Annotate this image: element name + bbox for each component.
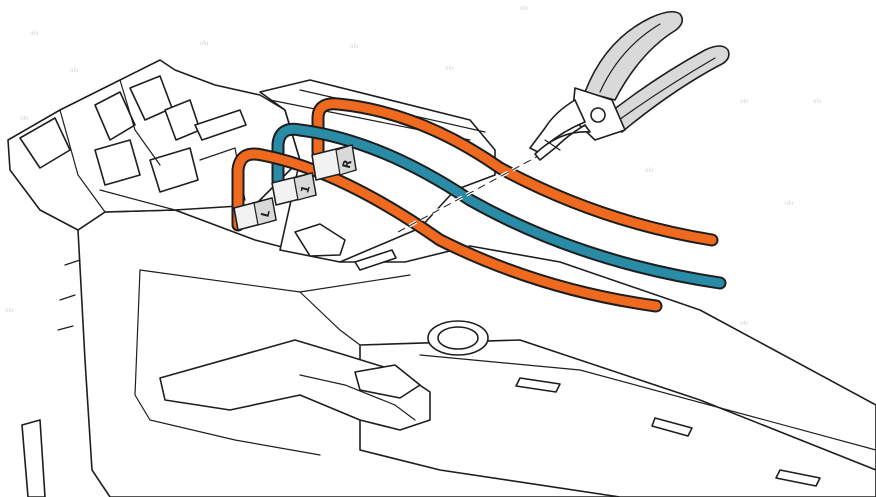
- svg-text:ıılıı: ıılıı: [20, 115, 29, 122]
- svg-text:ıılıı: ıılıı: [520, 5, 529, 12]
- svg-text:ıılıı: ıılıı: [445, 65, 454, 72]
- svg-text:ıılıı: ıılıı: [350, 43, 359, 50]
- svg-text:ıılıı: ıılıı: [30, 30, 39, 37]
- svg-text:ıılıı: ıılıı: [813, 98, 822, 105]
- svg-text:ıılıı: ıılıı: [740, 98, 749, 105]
- svg-text:ıılıı: ıılıı: [5, 307, 14, 314]
- pliers-icon: [530, 12, 729, 160]
- svg-text:ıılıı: ıılıı: [70, 67, 79, 74]
- svg-text:ıılıı: ıılıı: [645, 167, 654, 174]
- svg-text:ıılıı: ıılıı: [200, 40, 209, 47]
- svg-text:ıılıı: ıılıı: [785, 200, 794, 207]
- device-housing: [8, 60, 876, 497]
- svg-text:ıılıı: ıılıı: [740, 320, 749, 327]
